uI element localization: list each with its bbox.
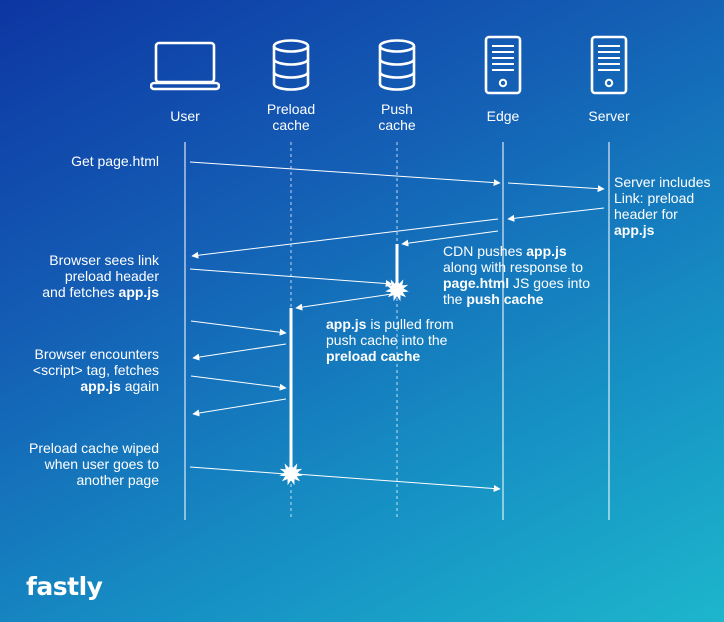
- note-line: Browser sees link: [49, 252, 159, 268]
- note-cdn-pushes: CDN pushes app.js along with response to…: [443, 243, 590, 307]
- note-line: preload cache: [326, 348, 454, 364]
- actor-label-edge: Edge: [486, 108, 520, 124]
- note-text: and fetches: [42, 284, 119, 300]
- note-text: JS goes into: [509, 275, 591, 291]
- note-line: app.js is pulled from: [326, 316, 454, 332]
- note-line: header for: [614, 206, 678, 222]
- note-text: is pulled from: [366, 316, 454, 332]
- note-line: Preload cache wiped: [29, 440, 159, 456]
- note-bold-text: app.js: [614, 222, 655, 238]
- database-icon: [378, 39, 416, 91]
- actor-label-push-text: Push cache: [378, 101, 416, 133]
- note-line: and fetches app.js: [42, 284, 159, 300]
- note-get-page: Get page.html: [71, 153, 159, 169]
- note-line: push cache into the: [326, 332, 448, 348]
- note-wiped: Preload cache wiped when user goes to an…: [29, 440, 159, 488]
- note-line: app.js again: [33, 378, 159, 394]
- push-burst-icon: [385, 278, 409, 302]
- note-line: preload header: [64, 268, 159, 284]
- note-bold-text: push cache: [466, 291, 544, 307]
- note-bold-text: app.js: [80, 378, 121, 394]
- note-line: along with response to: [443, 259, 584, 275]
- database-icon: [272, 39, 310, 91]
- note-line: CDN pushes app.js: [443, 243, 590, 259]
- arrow-user-to-edge: [189, 161, 501, 187]
- arrow-edge-to-user: [191, 218, 499, 259]
- note-line: when user goes to: [44, 456, 159, 472]
- arrow-user-to-preload-2: [190, 375, 287, 391]
- note-line: app.js: [614, 222, 711, 238]
- note-line: Server includes: [614, 174, 711, 190]
- arrow-push-to-preload: [295, 293, 393, 311]
- note-line: Link: preload: [614, 190, 695, 206]
- arrow-edge-to-server: [507, 182, 605, 193]
- note-text: again: [120, 378, 159, 394]
- note-server-includes: Server includes Link: preload header for…: [614, 174, 711, 238]
- note-line: Browser encounters: [34, 346, 159, 362]
- note-pulled: app.js is pulled from push cache into th…: [326, 316, 454, 364]
- note-line: another page: [76, 472, 159, 488]
- note-bold-text: page.html: [443, 275, 510, 291]
- note-text: CDN pushes: [443, 243, 527, 259]
- note-bold-text: app.js: [526, 243, 567, 259]
- actor-label-preload-text: Preload cache: [266, 101, 316, 133]
- note-line: <script> tag, fetches: [32, 362, 159, 378]
- note-bold-text: app.js: [118, 284, 159, 300]
- arrow-preload-to-user-1: [192, 343, 287, 361]
- arrow-user-to-preload-1: [190, 320, 287, 336]
- preload-burst-icon: [279, 462, 303, 486]
- note-browser-sees: Browser sees link preload header and fet…: [42, 252, 159, 300]
- fastly-logo: fastly: [26, 572, 103, 601]
- arrow-user-to-preload-3: [189, 466, 287, 475]
- actor-label-preload-cache: Preload cache: [236, 101, 346, 133]
- arrow-preload-to-user-2: [192, 398, 287, 417]
- arrow-edge-to-push: [401, 230, 499, 247]
- server-icon: [590, 35, 628, 95]
- laptop-icon: [150, 41, 220, 91]
- note-line: page.html JS goes into: [443, 275, 590, 291]
- note-line: the push cache: [443, 291, 590, 307]
- actor-label-server: Server: [588, 108, 630, 124]
- arrow-server-to-edge: [507, 207, 605, 222]
- actor-label-user: User: [170, 108, 200, 124]
- note-bold-text: app.js: [326, 316, 367, 332]
- server-icon: [484, 35, 522, 95]
- note-text: the: [443, 291, 467, 307]
- note-bold-text: preload cache: [326, 348, 421, 364]
- actor-label-push-cache: Push cache: [342, 101, 452, 133]
- arrow-user-to-push: [189, 268, 393, 288]
- note-encounters: Browser encounters <script> tag, fetches…: [33, 346, 159, 394]
- arrow-preload-to-edge: [295, 473, 501, 493]
